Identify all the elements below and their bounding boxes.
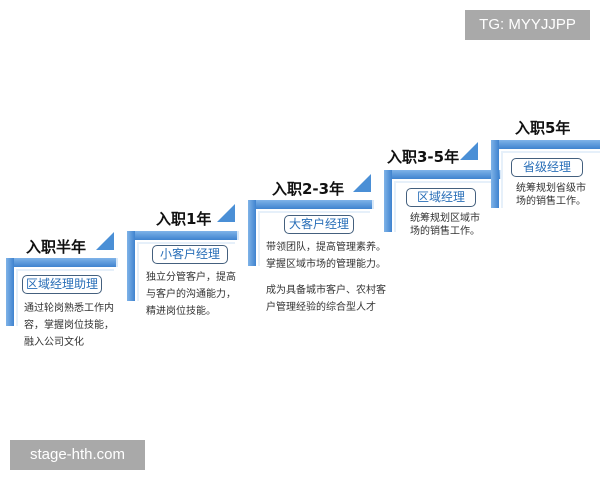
desc-line: 与客户的沟通能力， (146, 289, 236, 300)
desc-line: 带领团队，提高管理素养。 (266, 242, 386, 253)
role-badge: 小客户经理 (152, 245, 228, 264)
watermark-top-right: TG: MYYJJPP (465, 10, 590, 40)
step-description: 独立分管客户，提高 与客户的沟通能力， 精进岗位技能。 (146, 269, 236, 320)
step-title: 入职2-3年 (272, 180, 345, 198)
step-bar-side (127, 231, 135, 301)
step-inner-line (394, 181, 498, 183)
step-inner-line (394, 181, 396, 232)
step-inner-line (137, 242, 139, 301)
step-bar-side (491, 140, 499, 208)
step-description-extra: 成为具备城市客户、农村客 户管理经验的综合型人才 (266, 282, 386, 316)
step-description: 统筹规划区域市 场的销售工作。 (410, 212, 480, 238)
step-bar (248, 200, 374, 209)
step-triangle-icon (353, 174, 371, 192)
step-triangle-icon (96, 232, 114, 250)
role-badge: 大客户经理 (284, 215, 354, 234)
step-bar-side (384, 170, 392, 232)
step-inner-line (137, 242, 235, 244)
step-description: 带领团队，提高管理素养。 掌握区域市场的管理能力。 (266, 239, 386, 273)
role-badge: 省级经理 (511, 158, 583, 177)
step-description: 通过轮岗熟悉工作内 容，掌握岗位技能， 融入公司文化 (24, 300, 114, 351)
step-bar (384, 170, 502, 179)
step-triangle-icon (217, 204, 235, 222)
step-bar (6, 258, 118, 267)
desc-line: 掌握区域市场的管理能力。 (266, 259, 386, 270)
step-triangle-icon (460, 142, 478, 160)
step-inner-line (258, 211, 260, 266)
desc-line: 场的销售工作。 (516, 196, 586, 207)
watermark-bottom-left: stage-hth.com (10, 440, 145, 470)
step-title: 入职5年 (515, 119, 571, 137)
desc-line: 通过轮岗熟悉工作内 (24, 303, 114, 314)
step-title: 入职半年 (26, 238, 87, 256)
step-bar-side (6, 258, 14, 326)
desc-line: 融入公司文化 (24, 337, 84, 348)
step-bar (127, 231, 239, 240)
desc-line: 独立分管客户，提高 (146, 272, 236, 283)
desc-line: 户管理经验的综合型人才 (266, 302, 376, 313)
desc-line: 统筹规划区域市 (410, 213, 480, 224)
role-badge: 区域经理助理 (22, 275, 102, 294)
step-inner-line (258, 211, 370, 213)
desc-line: 精进岗位技能。 (146, 306, 216, 317)
step-inner-line (16, 269, 18, 326)
step-bar-side (248, 200, 256, 266)
desc-line: 成为具备城市客户、农村客 (266, 285, 386, 296)
desc-line: 统筹规划省级市 (516, 183, 586, 194)
desc-line: 容，掌握岗位技能， (24, 320, 114, 331)
step-bar (491, 140, 600, 149)
step-inner-line (501, 151, 600, 153)
step-title: 入职1年 (156, 210, 212, 228)
role-badge: 区域经理 (406, 188, 476, 207)
step-inner-line (501, 151, 503, 208)
step-title: 入职3-5年 (387, 148, 460, 166)
desc-line: 场的销售工作。 (410, 226, 480, 237)
step-inner-line (16, 269, 114, 271)
step-description: 统筹规划省级市 场的销售工作。 (516, 182, 586, 208)
